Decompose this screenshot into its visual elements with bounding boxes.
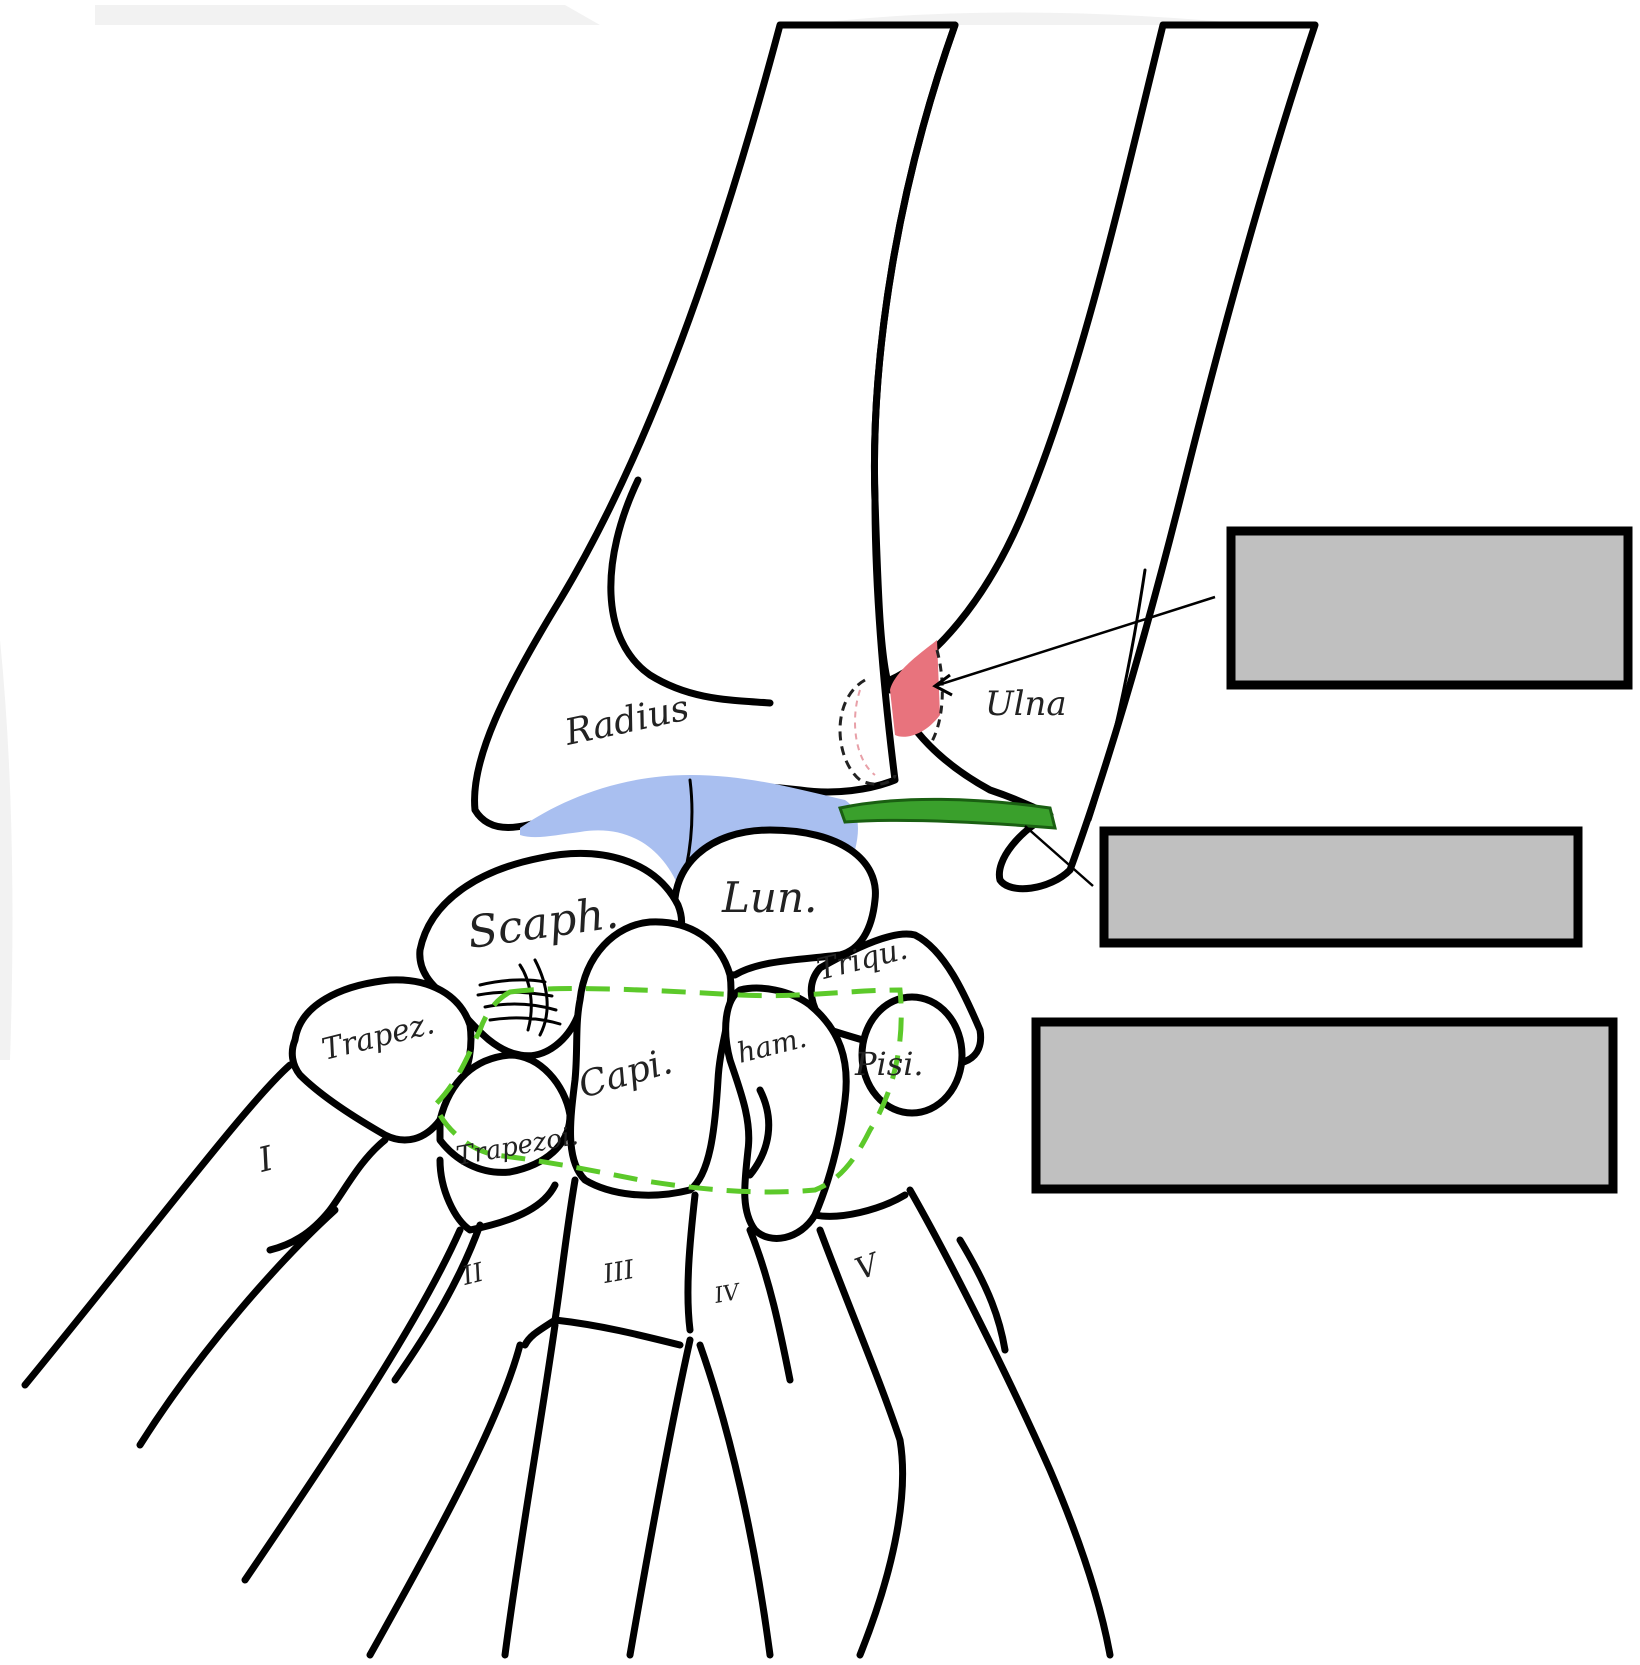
- hamate-hook-line: [746, 1086, 773, 1179]
- label-metacarpal-iii: III: [600, 1255, 637, 1290]
- pisiform-bone: [858, 993, 966, 1117]
- metacarpal-iv-base: [746, 1226, 794, 1384]
- label-ulna: Ulna: [985, 684, 1067, 724]
- dashed-outline-left: [838, 678, 897, 786]
- metacarpal-v-shaft-right: [906, 1186, 1114, 1659]
- answer-box-1[interactable]: [1226, 526, 1633, 690]
- metacarpal-i-shaft: [136, 1206, 339, 1449]
- ulna-radius-border: [870, 21, 959, 694]
- radius-bone: [471, 21, 959, 831]
- answer-box-2[interactable]: [1099, 826, 1583, 948]
- leader-line-1: [934, 595, 1216, 688]
- pink-dashed-outline: [854, 689, 876, 776]
- label-metacarpal-ii: II: [458, 1258, 487, 1292]
- metacarpal-iii-left: [521, 1176, 579, 1349]
- metacarpal-ii-base: [436, 1156, 559, 1234]
- background-wash: [95, 5, 600, 25]
- label-metacarpal-iv: IV: [712, 1280, 744, 1309]
- green-ligament: [838, 797, 1057, 830]
- metacarpal-v-mid: [956, 1236, 1009, 1354]
- ulnar-highlight: [890, 640, 940, 737]
- label-pisiform: Pisi.: [854, 1045, 924, 1083]
- leader-arrowhead-1: [932, 673, 953, 697]
- metacarpal-i-inner: [266, 1136, 389, 1254]
- label-metacarpal-v: V: [851, 1246, 886, 1287]
- metacarpal-ii-shaft-right: [366, 1341, 524, 1659]
- metacarpal-iv-shaft-right: [696, 1341, 774, 1659]
- metacarpal-iii-shaft: [501, 1321, 559, 1659]
- capitate-bone: [567, 918, 735, 1199]
- dashed-outline-right: [928, 649, 944, 746]
- label-lunate: Lun.: [721, 873, 817, 922]
- metacarpal-ii-shaft-left: [241, 1226, 464, 1584]
- metacarpal-iii-base: [551, 1316, 684, 1349]
- metacarpal-ii-shaft-mid: [391, 1221, 484, 1384]
- metacarpal-iv-shaft-left: [626, 1336, 694, 1659]
- ulna-bone: [886, 21, 1319, 893]
- hamate-bone: [722, 984, 850, 1242]
- metacarpal-i-outline: [21, 1061, 294, 1389]
- lunate-bone: [671, 826, 879, 979]
- radius-crest-line: [607, 476, 774, 707]
- metacarpal-iii-right: [684, 1191, 699, 1334]
- metacarpal-v-base: [811, 1191, 909, 1220]
- answer-box-3[interactable]: [1031, 1017, 1618, 1194]
- label-metacarpal-i: I: [254, 1139, 278, 1181]
- articular-disc: [520, 775, 858, 890]
- metacarpal-v-shaft-left: [816, 1226, 907, 1659]
- ulna-inner-line: [1088, 568, 1147, 822]
- background-wash: [0, 640, 13, 1060]
- leader-line-2: [1024, 825, 1094, 887]
